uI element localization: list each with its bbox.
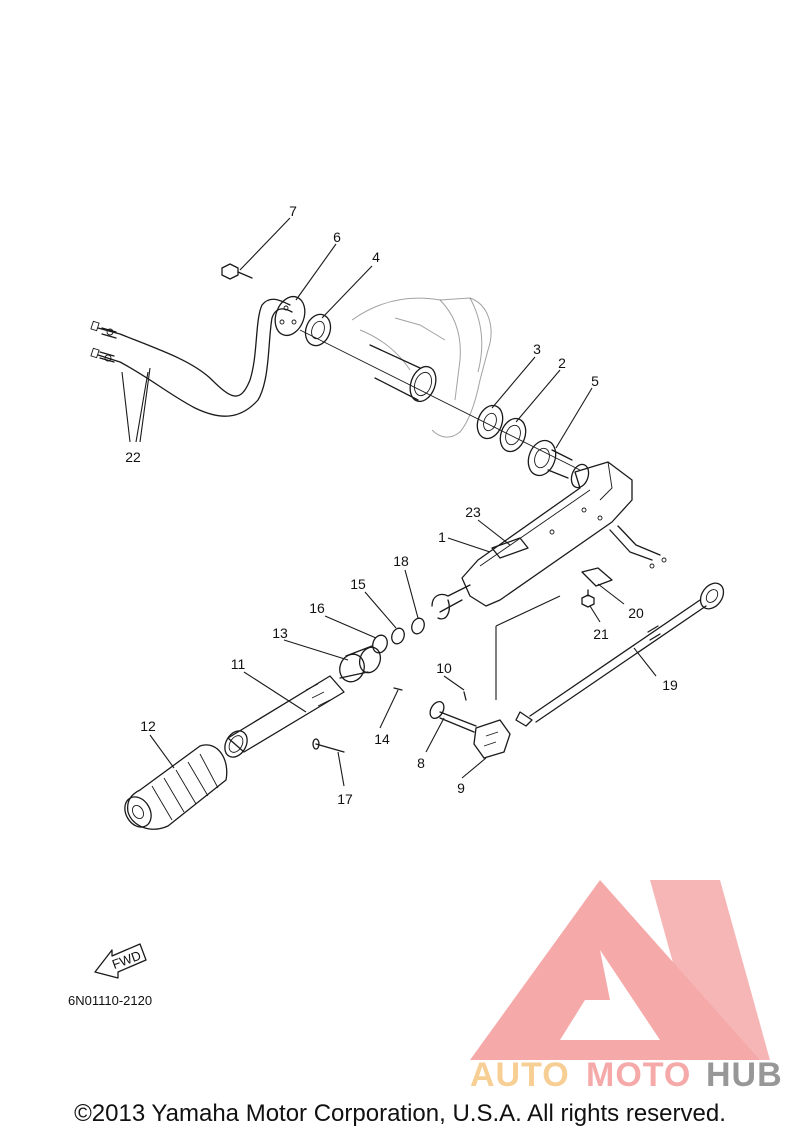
screw-part-21 (581, 589, 595, 608)
decal-part (491, 537, 529, 559)
watermark-moto-text: MOTO (586, 1056, 691, 1094)
callout-labels: 1 2 3 4 5 6 7 8 9 10 11 12 13 14 15 16 1… (125, 203, 678, 807)
callout-2: 2 (558, 355, 566, 371)
washer-part-4 (304, 313, 332, 347)
steering-handle-arm-part (431, 461, 667, 620)
bushing-part-5 (527, 439, 573, 479)
pin-part-10 (463, 691, 467, 701)
rubber-grip-part-12 (124, 744, 228, 830)
callout-17: 17 (337, 791, 353, 807)
washer-part-16 (372, 634, 388, 654)
washer-part-2 (499, 417, 527, 453)
callout-3: 3 (533, 341, 541, 357)
callout-22: 22 (125, 449, 141, 465)
plate-part (274, 295, 306, 337)
callout-21: 21 (593, 626, 609, 642)
washer-part-3 (476, 404, 504, 440)
screw-part-17 (312, 738, 345, 753)
bracket-part-9 (473, 719, 511, 759)
callout-13: 13 (272, 625, 288, 641)
callout-7: 7 (289, 203, 297, 219)
engine-ghost-outline (351, 297, 492, 438)
callout-12: 12 (140, 718, 156, 734)
spring-part-15 (391, 627, 405, 645)
callout-8: 8 (417, 755, 425, 771)
callout-6: 6 (333, 229, 341, 245)
callout-20: 20 (628, 605, 644, 621)
pin-part-14 (393, 687, 403, 691)
callout-1: 1 (438, 529, 446, 545)
collar-part-13 (339, 645, 382, 683)
bolt-part (221, 263, 253, 280)
callout-23: 23 (465, 504, 481, 520)
throttle-shaft-part (515, 582, 725, 727)
automotohub-watermark-logo: AUTO MOTO HUB (470, 880, 783, 1094)
callout-19: 19 (662, 677, 678, 693)
grip-inner-part-11 (224, 675, 345, 758)
fwd-arrow-icon: FWD (94, 943, 147, 979)
callout-15: 15 (350, 576, 366, 592)
callout-10: 10 (436, 660, 452, 676)
callout-leaders (121, 217, 657, 787)
part-code: 6N01110-2120 (68, 993, 152, 1008)
watermark-auto-text: AUTO (470, 1056, 570, 1094)
nut-part-18 (411, 617, 425, 635)
callout-16: 16 (309, 600, 325, 616)
bracket-tube (369, 344, 437, 403)
watermark-hub-text: HUB (706, 1056, 783, 1094)
bolt-part-8 (429, 700, 477, 733)
callout-4: 4 (372, 249, 380, 265)
callout-14: 14 (374, 731, 390, 747)
clip-plate-part (581, 567, 613, 587)
throttle-cables-part (90, 298, 293, 417)
callout-5: 5 (591, 373, 599, 389)
callout-9: 9 (457, 780, 465, 796)
callout-11: 11 (231, 656, 246, 672)
callout-18: 18 (393, 553, 409, 569)
copyright-notice: ©2013 Yamaha Motor Corporation, U.S.A. A… (74, 1100, 726, 1127)
